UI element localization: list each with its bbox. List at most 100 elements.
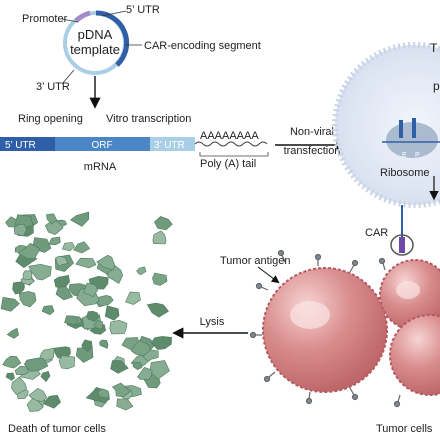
tumor-cell-large [262,267,388,393]
plasmid-promoter-arc [74,10,91,23]
mrna-label: mRNA [84,161,117,173]
dead-cell-fragment [18,291,37,308]
dead-cell-fragment [58,355,76,370]
dead-cell-fragment [97,388,110,399]
promoter-label: Promoter [22,13,68,25]
dead-cell-fragment [151,336,172,350]
dead-cell-fragment [149,360,170,380]
dead-cell-fragment [5,372,15,381]
dead-cell-fragment [96,295,114,307]
dead-cell-fragment [86,310,100,322]
promoter-leader [61,18,79,23]
plasmid-label-line1: pDNA [78,27,113,42]
ribosome-label: Ribosome [380,167,430,179]
dead-cell-fragment [104,305,120,321]
plasmid-utr5-label: 5’ UTR [126,4,160,16]
dead-cell-fragment [75,346,94,363]
ring-opening-label: Ring opening [18,113,83,125]
tumor-highlight-top [396,281,420,299]
polya-tail-label: Poly (A) tail [200,158,256,170]
mrna-orf-text: ORF [91,140,112,151]
mrna-strand: 5’ UTR ORF 3’ UTR AAAAAAAA Poly (A) tail… [0,130,269,173]
dead-cell-fragment [131,339,151,356]
dead-cell-fragment [14,365,29,376]
dead-cell-fragment [112,382,131,398]
mrna-utr5-segment [0,137,55,151]
dead-cell-fragment [125,291,141,305]
dead-cell-fragment [69,211,90,227]
plasmid-car-arc [95,10,130,67]
dead-cell-fragment [64,315,79,326]
tumor-cells-label: Tumor cells [376,423,433,435]
non-viral-label-line2: transfection [284,145,341,157]
dead-cell-fragment [154,216,173,231]
dead-cell-fragment [136,266,147,276]
mrna-utr3-segment [150,137,195,151]
dead-cell-fragment [5,216,18,228]
dead-cell-fragment [17,242,41,260]
vitro-transcription-label: Vitro transcription [106,113,191,125]
dead-cell-fragment [152,272,168,286]
dead-cell-fragment [132,362,143,371]
dead-cell-fragment [2,355,22,369]
lysis-label: Lysis [200,316,225,328]
mrna-utr5-text: 5’ UTR [5,140,36,151]
tumor-antigen-label: Tumor antigen [220,255,291,267]
dead-cell-fragment [42,394,61,409]
car-receptor [390,205,414,256]
t-cell-label: T [430,41,438,55]
dead-cell-fragment [22,270,33,280]
dead-cell-fragment [26,398,44,412]
dead-cell-fragment [46,213,58,225]
car-binding-domain [399,237,405,253]
dead-cell-fragment [28,387,48,402]
dead-cell-fragment [23,357,49,372]
t-cell: T p E P Ribosome [332,41,440,208]
dead-cell-fragment [40,371,51,383]
dead-cell-fragment [38,347,55,362]
dead-cell-fragment [136,366,153,380]
dead-cell-fragment [61,242,75,252]
dead-cell-fragment [55,255,69,267]
trna-right [412,118,416,138]
tumor-cell-cluster [249,249,440,408]
dead-cell-fragment [110,360,129,374]
non-viral-label-line1: Non-viral [290,126,334,138]
dead-cell-fragments [0,211,173,412]
dead-cell-fragment [93,320,103,330]
tumor-cell-bottom-right [389,314,440,396]
trna-left [399,120,403,138]
utr3-leader [61,69,75,85]
polya-bracket [199,152,269,157]
mrna-orf-segment [55,137,150,151]
tumor-antigens [249,249,401,408]
dead-cell-fragment [41,305,55,316]
dead-cell-fragment [109,319,128,335]
dead-cell-fragment [152,230,167,245]
plasmid: pDNA template Promoter 5’ UTR CAR-encodi… [22,4,261,93]
polya-tail-line [194,141,268,147]
dead-cell-fragment [99,339,109,349]
polya-sequence: AAAAAAAA [200,130,259,142]
mrna-utr3-text: 3’ UTR [154,140,185,151]
dead-cell-fragment [44,220,64,235]
t-cell-p-label: p [433,79,440,93]
dead-cell-fragment [0,296,20,312]
dead-cell-fragment [146,302,169,318]
dead-cell-fragment [73,241,91,254]
death-of-tumor-cells-label: Death of tumor cells [8,423,106,435]
utr5-leader [101,10,127,17]
car-label: CAR [365,227,388,239]
plasmid-label-line2: template [70,42,120,57]
dead-cell-fragment [83,282,99,297]
plasmid-utr3-label: 3’ UTR [36,81,70,93]
car-segment-label: CAR-encoding segment [144,40,261,52]
dead-cell-fragment [81,339,93,352]
ribosome-site-p: P [415,152,420,159]
dead-cell-fragment [55,286,74,301]
dead-cell-fragment [75,257,97,269]
tumor-antigen-pointer [257,266,280,284]
dead-cell-fragment [116,398,134,411]
car-ring [390,234,414,256]
